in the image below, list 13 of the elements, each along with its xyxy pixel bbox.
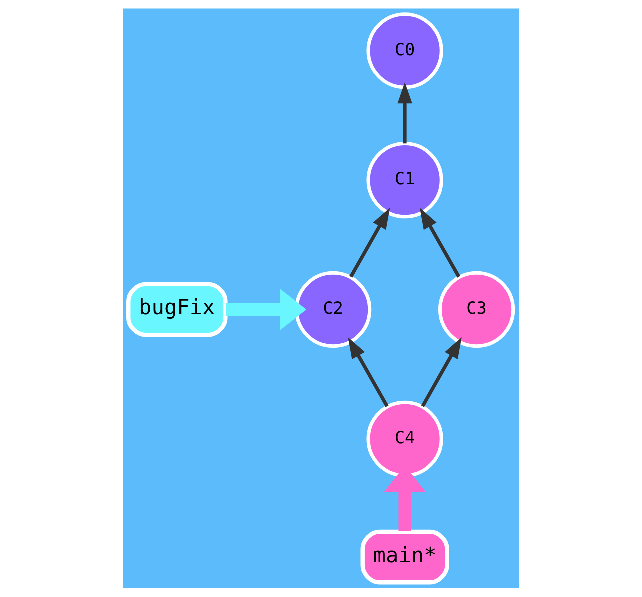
- arrow: [348, 337, 389, 408]
- arrow: [350, 208, 390, 278]
- node-circle: C2: [294, 271, 372, 348]
- node-circle: C3: [438, 271, 516, 348]
- arrow: [421, 337, 462, 408]
- node-box: main*: [360, 530, 450, 585]
- arrow: [420, 208, 461, 278]
- node-circle: C4: [366, 400, 444, 478]
- node-circle: C0: [366, 12, 444, 90]
- arrow: [226, 288, 307, 331]
- node-circle: C1: [366, 142, 444, 219]
- node-box: bugFix: [126, 282, 228, 338]
- arrow: [398, 82, 412, 144]
